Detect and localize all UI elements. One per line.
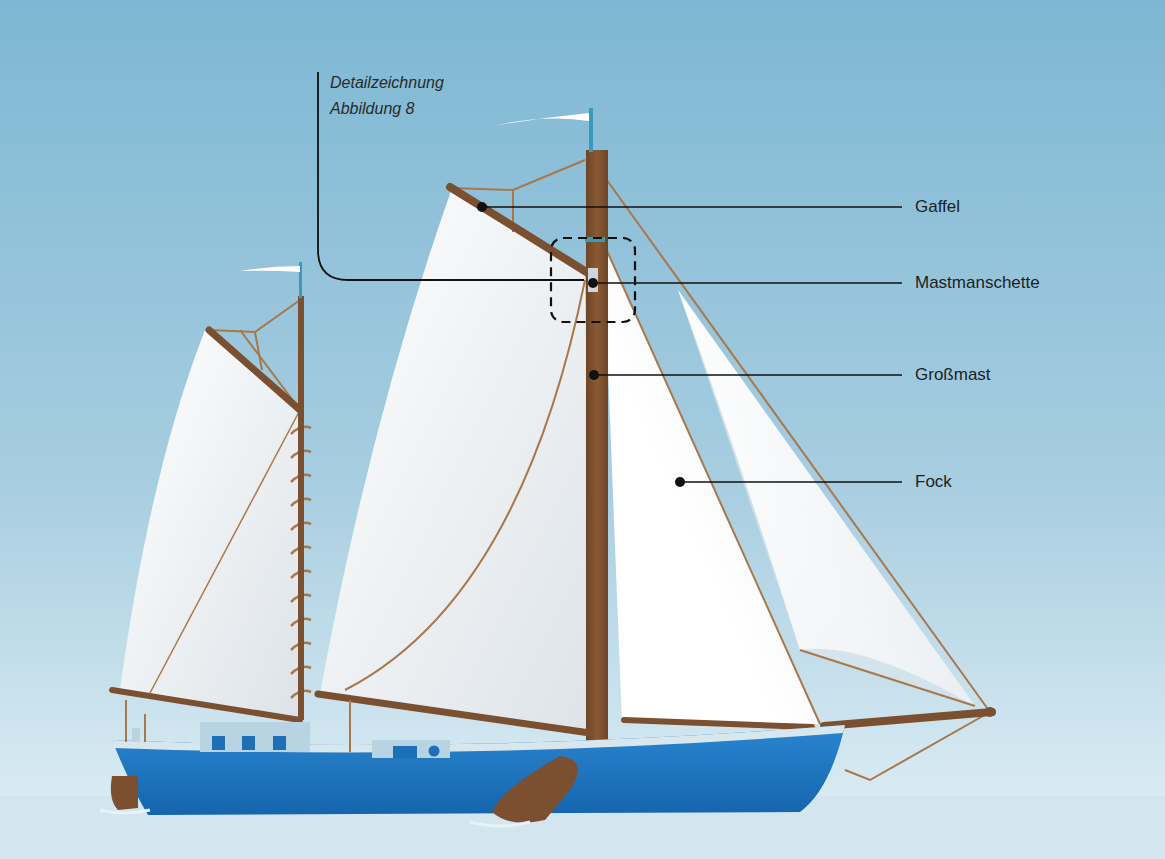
leader-dots xyxy=(477,202,685,487)
main-boom xyxy=(318,694,590,733)
main-mast xyxy=(586,150,608,750)
sky xyxy=(0,0,1165,800)
cabin xyxy=(200,722,310,752)
mast-collar xyxy=(588,268,598,292)
gaff xyxy=(450,187,588,273)
mizzen-sail xyxy=(120,330,300,716)
hull xyxy=(112,725,845,815)
part-label: Großmast xyxy=(915,364,991,386)
leader-lines xyxy=(482,207,902,482)
callout-note: Detailzeichnung Abbildung 8 xyxy=(330,70,470,122)
mizzen-mast xyxy=(298,296,304,720)
part-label: Gaffel xyxy=(915,196,960,218)
jib-sail xyxy=(678,290,975,706)
part-label: Fock xyxy=(915,471,952,493)
leeboard xyxy=(492,756,578,823)
bowsprit xyxy=(824,712,992,726)
rudder xyxy=(111,776,138,810)
rigging xyxy=(150,160,990,780)
part-label: Mastmanschette xyxy=(915,272,1040,294)
